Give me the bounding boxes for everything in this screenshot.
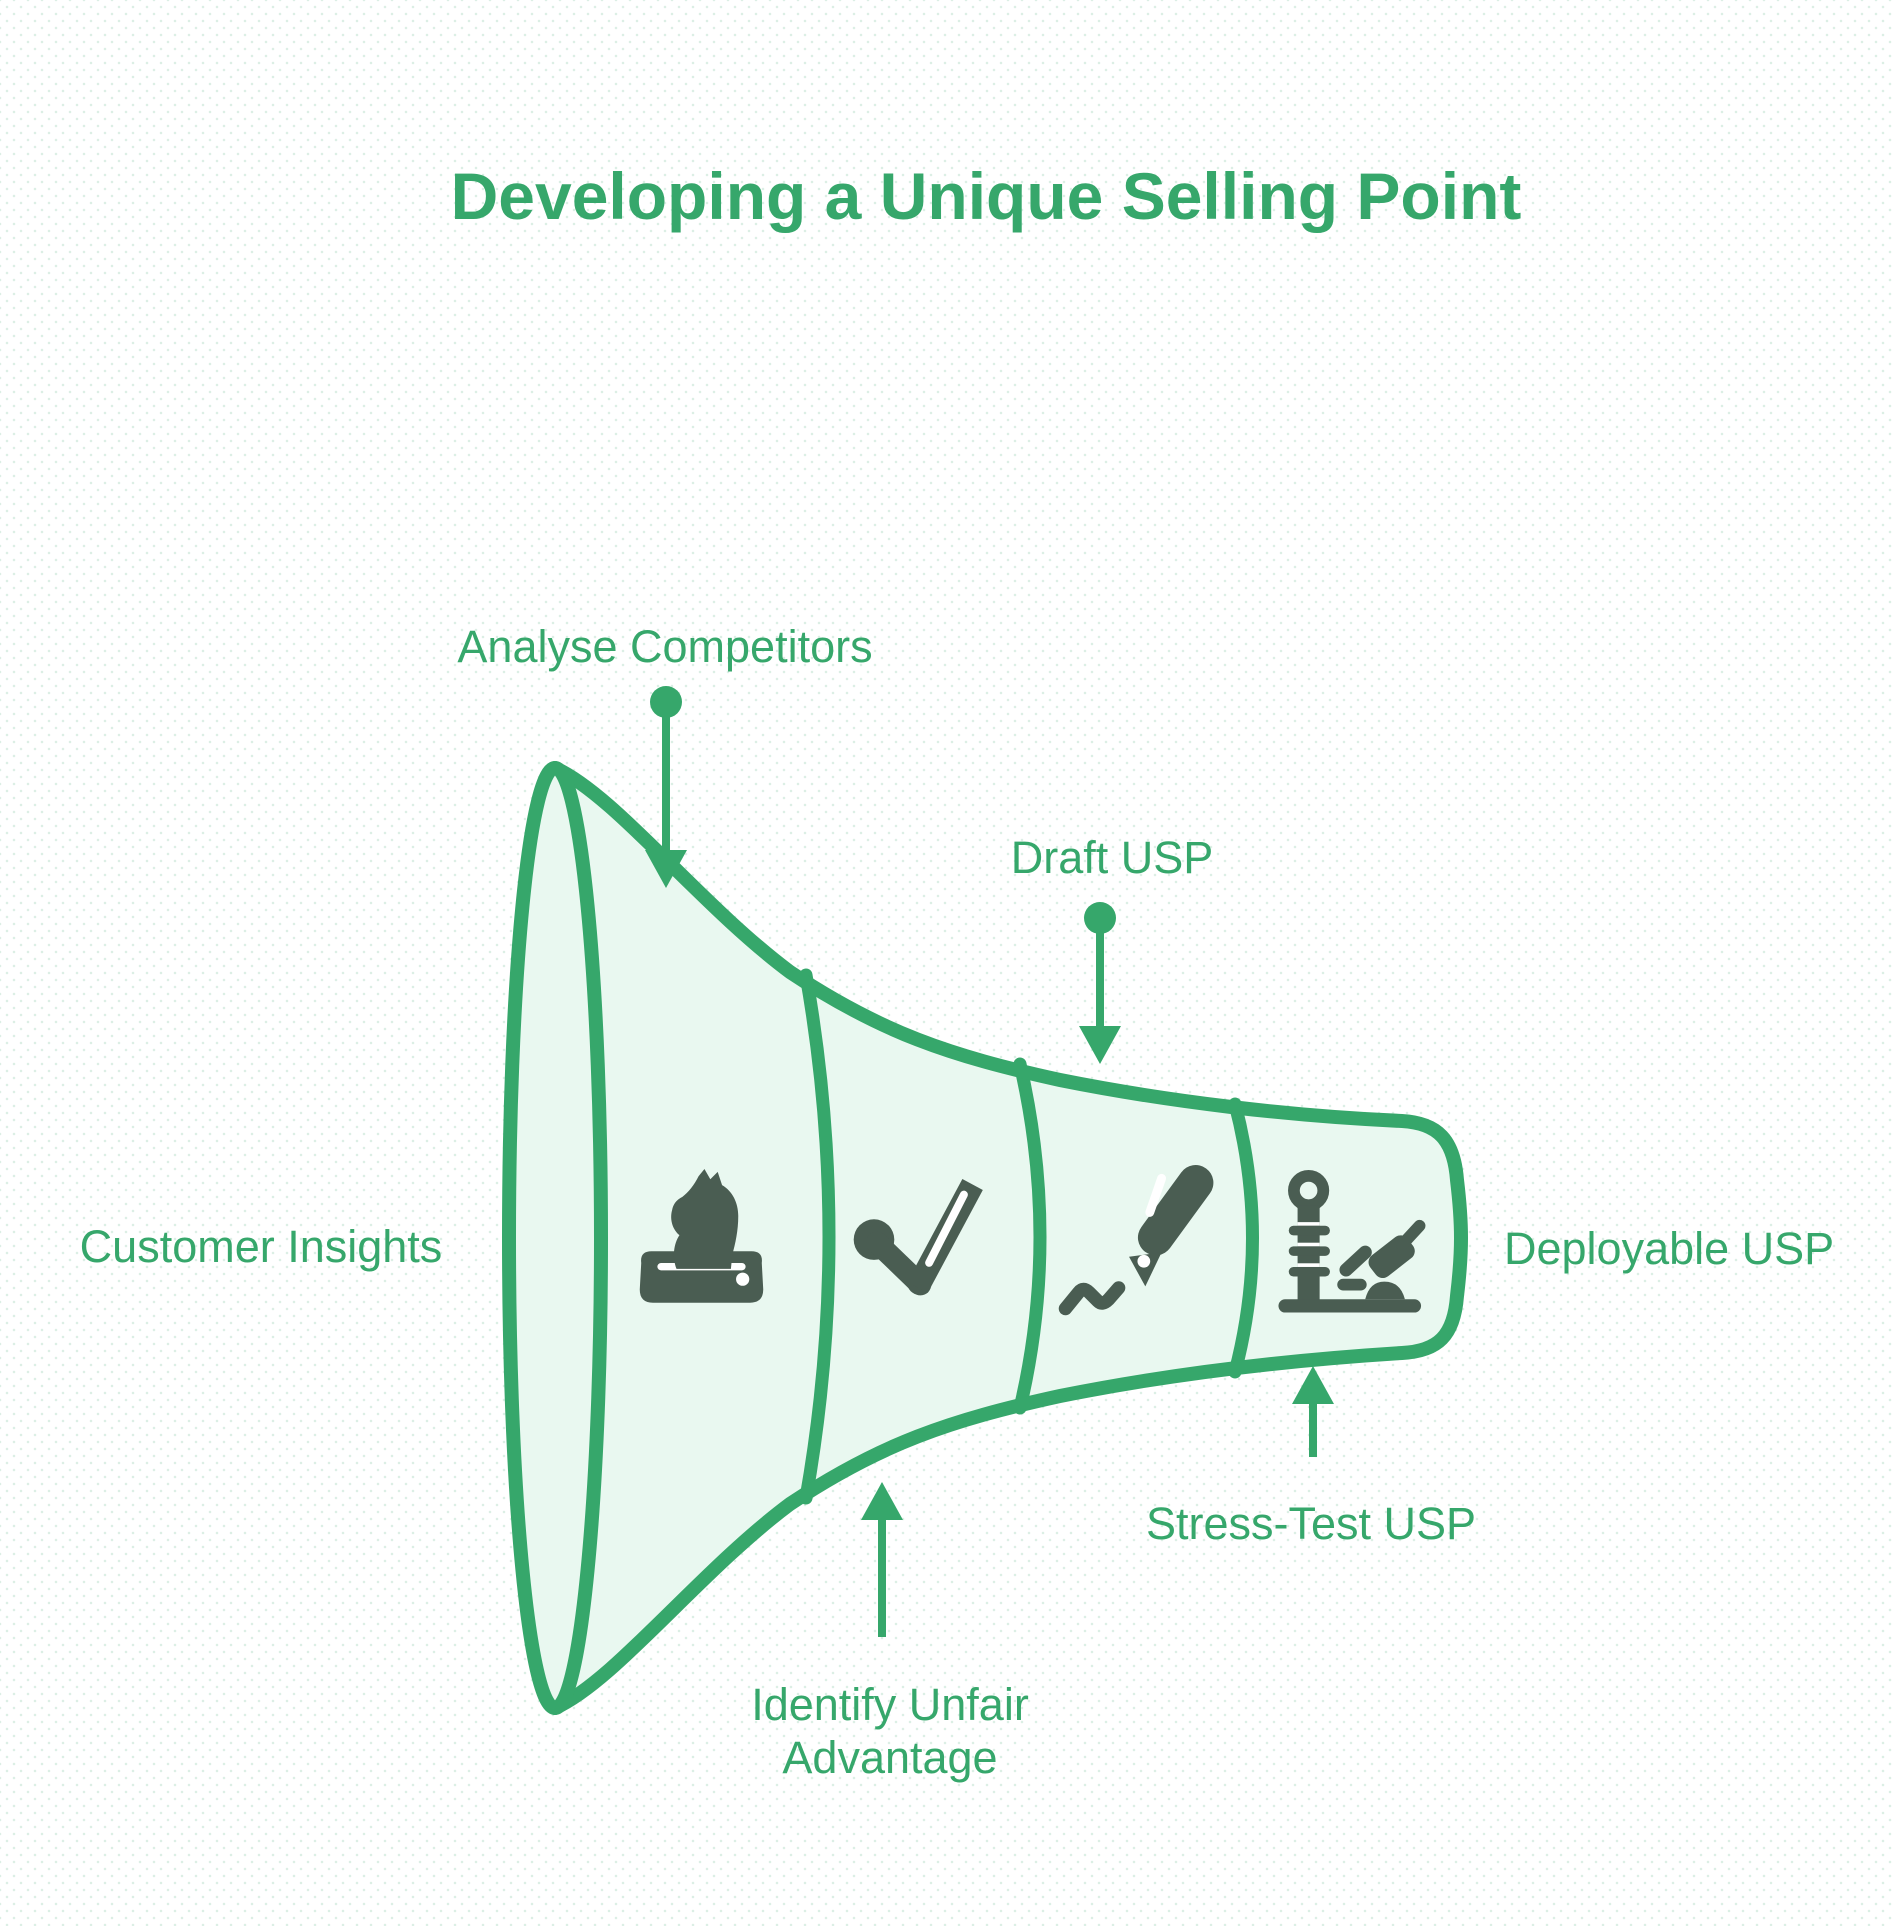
- arrow-start-dot: [1084, 902, 1116, 934]
- stage-divider-2: [1013, 1057, 1047, 1415]
- analyse-competitors-arrow: [645, 686, 687, 888]
- chess-knight-icon: [639, 1168, 764, 1303]
- stage-divider-3: [1228, 1097, 1259, 1379]
- arrow-start-dot: [650, 686, 682, 718]
- stage-label-draft-usp: Draft USP: [1010, 832, 1214, 883]
- funnel-output-label: Deployable USP: [1504, 1223, 1835, 1274]
- stage-label-analyse-competitors: Analyse Competitors: [457, 621, 873, 672]
- pen-writing-icon: [1058, 1165, 1214, 1316]
- draft-usp-arrow: [1079, 902, 1121, 1064]
- funnel-body: [555, 768, 1461, 1708]
- stage-label-stress-test-usp: Stress-Test USP: [1145, 1498, 1477, 1549]
- identify-unfair-advantage-arrow: [861, 1482, 903, 1637]
- stage-divider-1: [799, 968, 836, 1505]
- strength-test-icon: [1278, 1169, 1426, 1313]
- verified-check-icon: [853, 1179, 983, 1296]
- funnel-input-label: Customer Insights: [79, 1221, 443, 1272]
- funnel-outline: [548, 761, 1468, 1715]
- stage-label-identify-unfair-advantage: Identify Unfair Advantage: [751, 1679, 1029, 1784]
- arrow-up-icon: [1292, 1366, 1334, 1404]
- funnel-mouth: [502, 761, 608, 1715]
- stress-test-usp-arrow: [1292, 1366, 1334, 1457]
- arrow-up-icon: [861, 1482, 903, 1520]
- arrow-down-icon: [1079, 1026, 1121, 1064]
- arrow-down-icon: [645, 850, 687, 888]
- page-title: Developing a Unique Selling Point: [450, 159, 1522, 233]
